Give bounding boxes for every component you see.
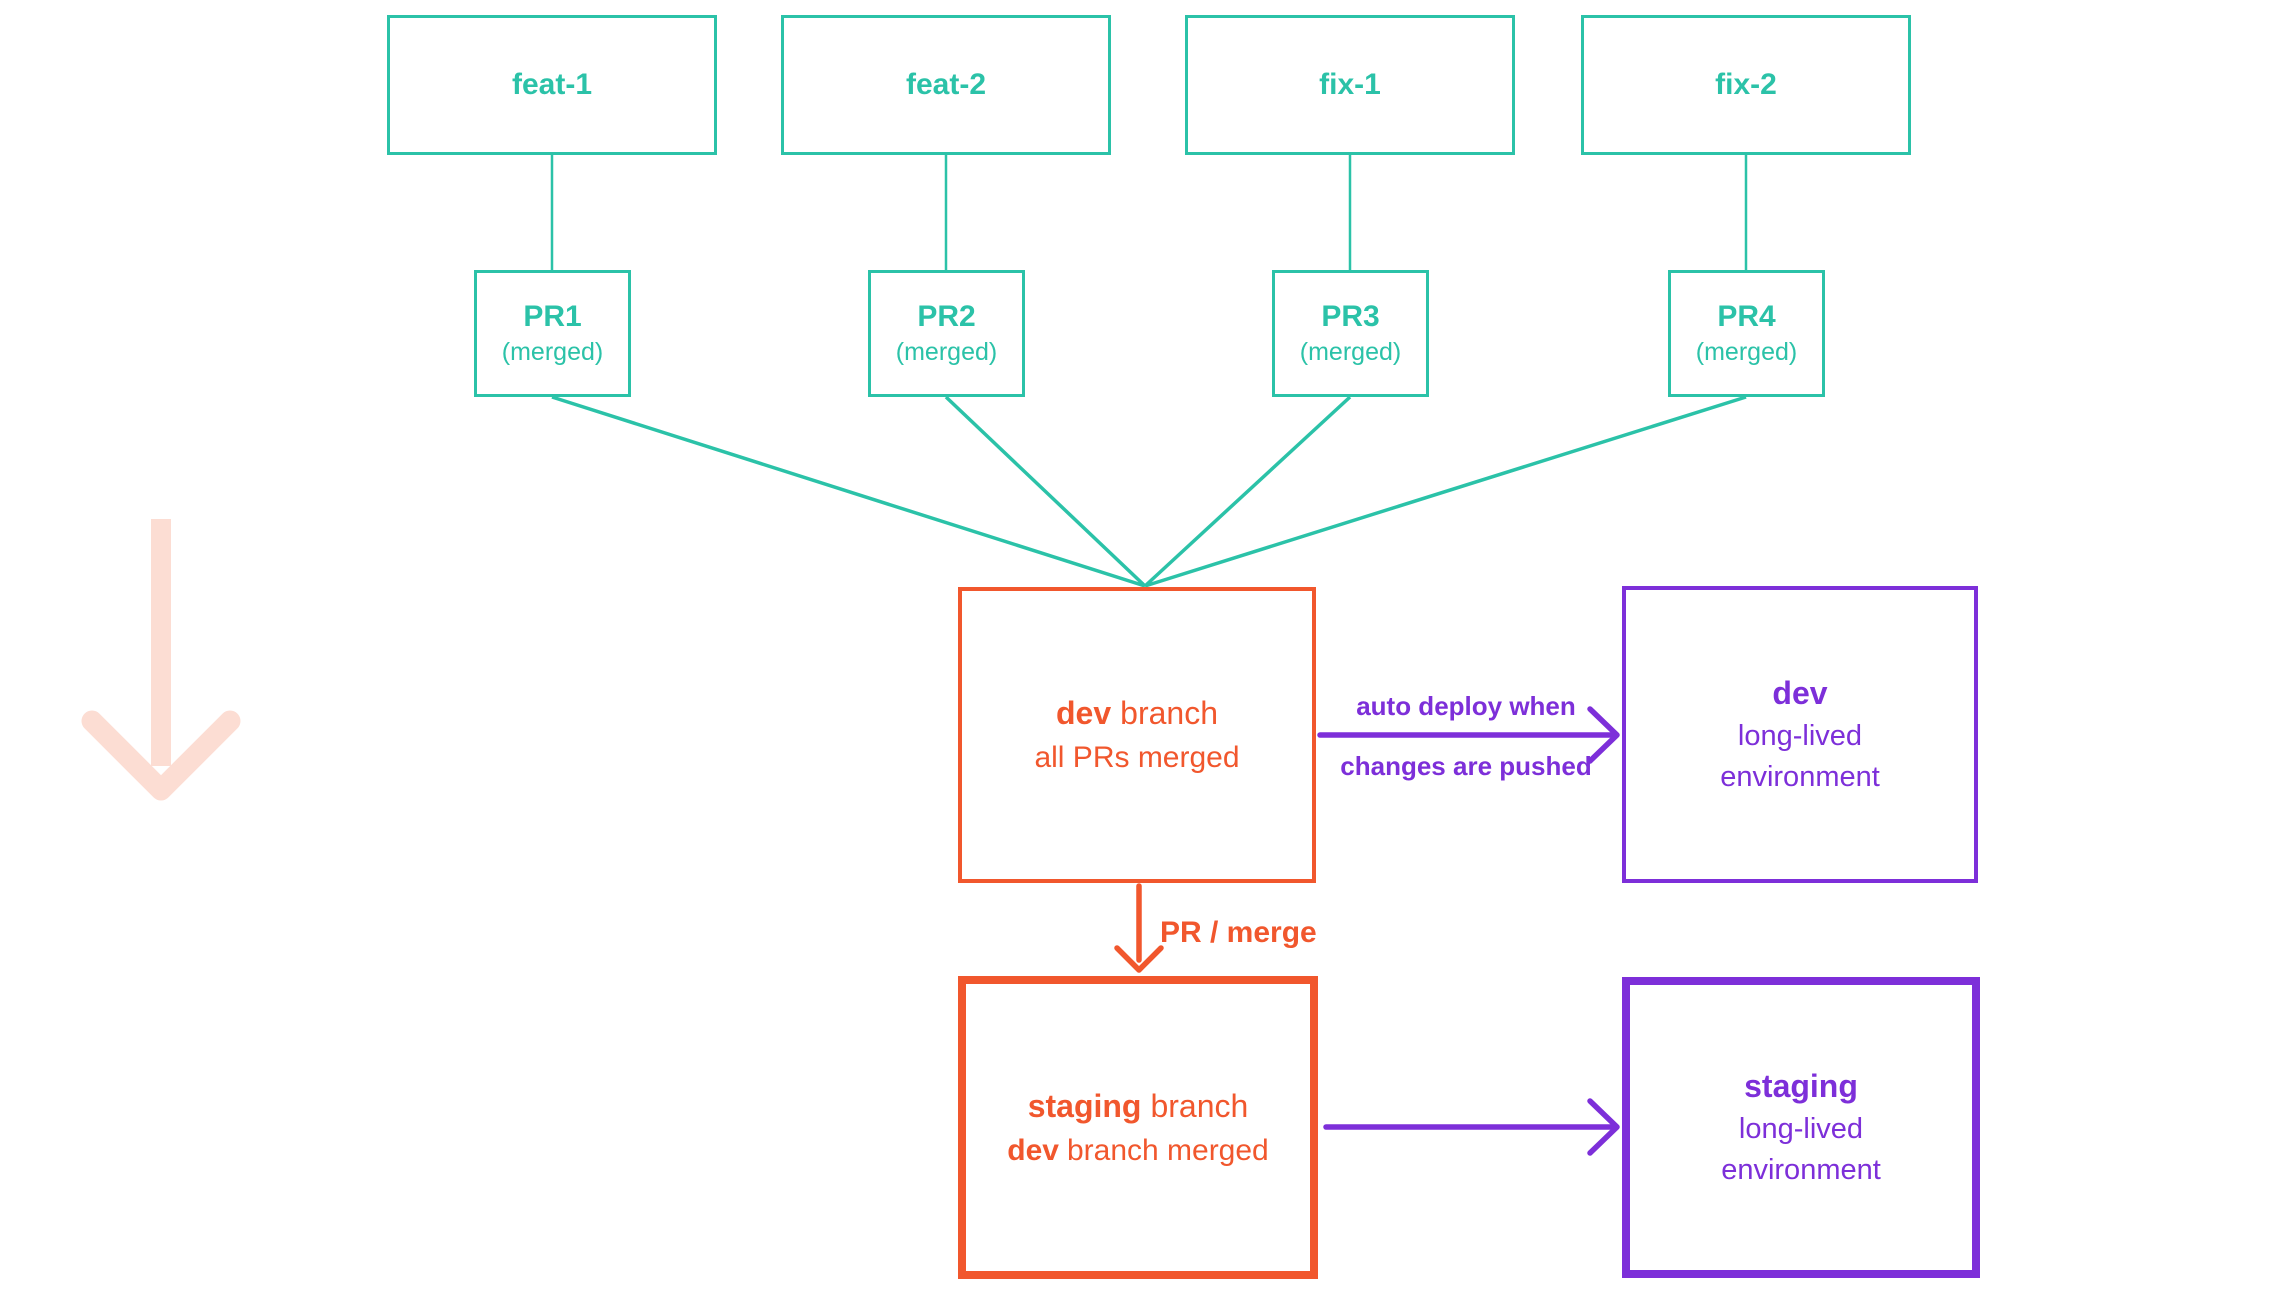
feat-1-label: feat-1	[511, 68, 593, 101]
pr2-status: (merged)	[895, 338, 998, 367]
pr3-status: (merged)	[1299, 338, 1402, 367]
fix-2-box: fix-2	[1581, 15, 1911, 155]
dev-env-subtitle: long-lived environment	[1720, 720, 1880, 794]
pr4-title: PR4	[1717, 300, 1776, 334]
dev-branch-title-rest: branch	[1120, 695, 1218, 732]
pr1-box: PR1 (merged)	[474, 270, 631, 397]
pr3-box: PR3 (merged)	[1272, 270, 1429, 397]
feat-1-box: feat-1	[387, 15, 717, 155]
dev-branch-title-bold: dev	[1056, 695, 1112, 732]
pr2-box: PR2 (merged)	[868, 270, 1025, 397]
staging-branch-title-rest: branch	[1150, 1087, 1249, 1124]
dev-environment-box: dev long-lived environment	[1622, 586, 1978, 883]
auto-deploy-label-line1: auto deploy when	[1356, 691, 1576, 721]
pr2-title: PR2	[917, 300, 976, 334]
staging-branch-subtitle-bold: dev	[1007, 1133, 1059, 1167]
pr-merge-arrow	[1114, 883, 1164, 973]
pr4-status: (merged)	[1695, 338, 1798, 367]
staging-deploy-arrow	[1323, 1098, 1620, 1156]
staging-environment-box: staging long-lived environment	[1622, 977, 1980, 1278]
feat-2-box: feat-2	[781, 15, 1111, 155]
branch-to-pr-connector-lines	[550, 155, 1748, 270]
fix-1-box: fix-1	[1185, 15, 1515, 155]
pr1-title: PR1	[523, 300, 582, 334]
pr-merge-label: PR / merge	[1160, 916, 1317, 949]
pr4-box: PR4 (merged)	[1668, 270, 1825, 397]
dev-env-title: dev	[1772, 674, 1828, 711]
fix-1-label: fix-1	[1319, 68, 1381, 101]
dev-branch-subtitle: all PRs merged	[1034, 741, 1240, 775]
pr1-status: (merged)	[501, 338, 604, 367]
staging-branch-subtitle-rest: branch merged	[1066, 1133, 1269, 1167]
feat-2-label: feat-2	[905, 68, 987, 101]
staging-env-title: staging	[1744, 1067, 1858, 1104]
staging-branch-title-bold: staging	[1027, 1087, 1142, 1124]
pr3-title: PR3	[1321, 300, 1380, 334]
staging-env-subtitle: long-lived environment	[1721, 1113, 1881, 1187]
auto-deploy-label-line2: changes are pushed	[1340, 751, 1592, 781]
auto-deploy-arrow	[1317, 706, 1620, 764]
fix-2-label: fix-2	[1715, 68, 1777, 101]
faded-down-arrow	[81, 519, 241, 801]
pr-to-dev-converging-lines	[551, 395, 1747, 588]
